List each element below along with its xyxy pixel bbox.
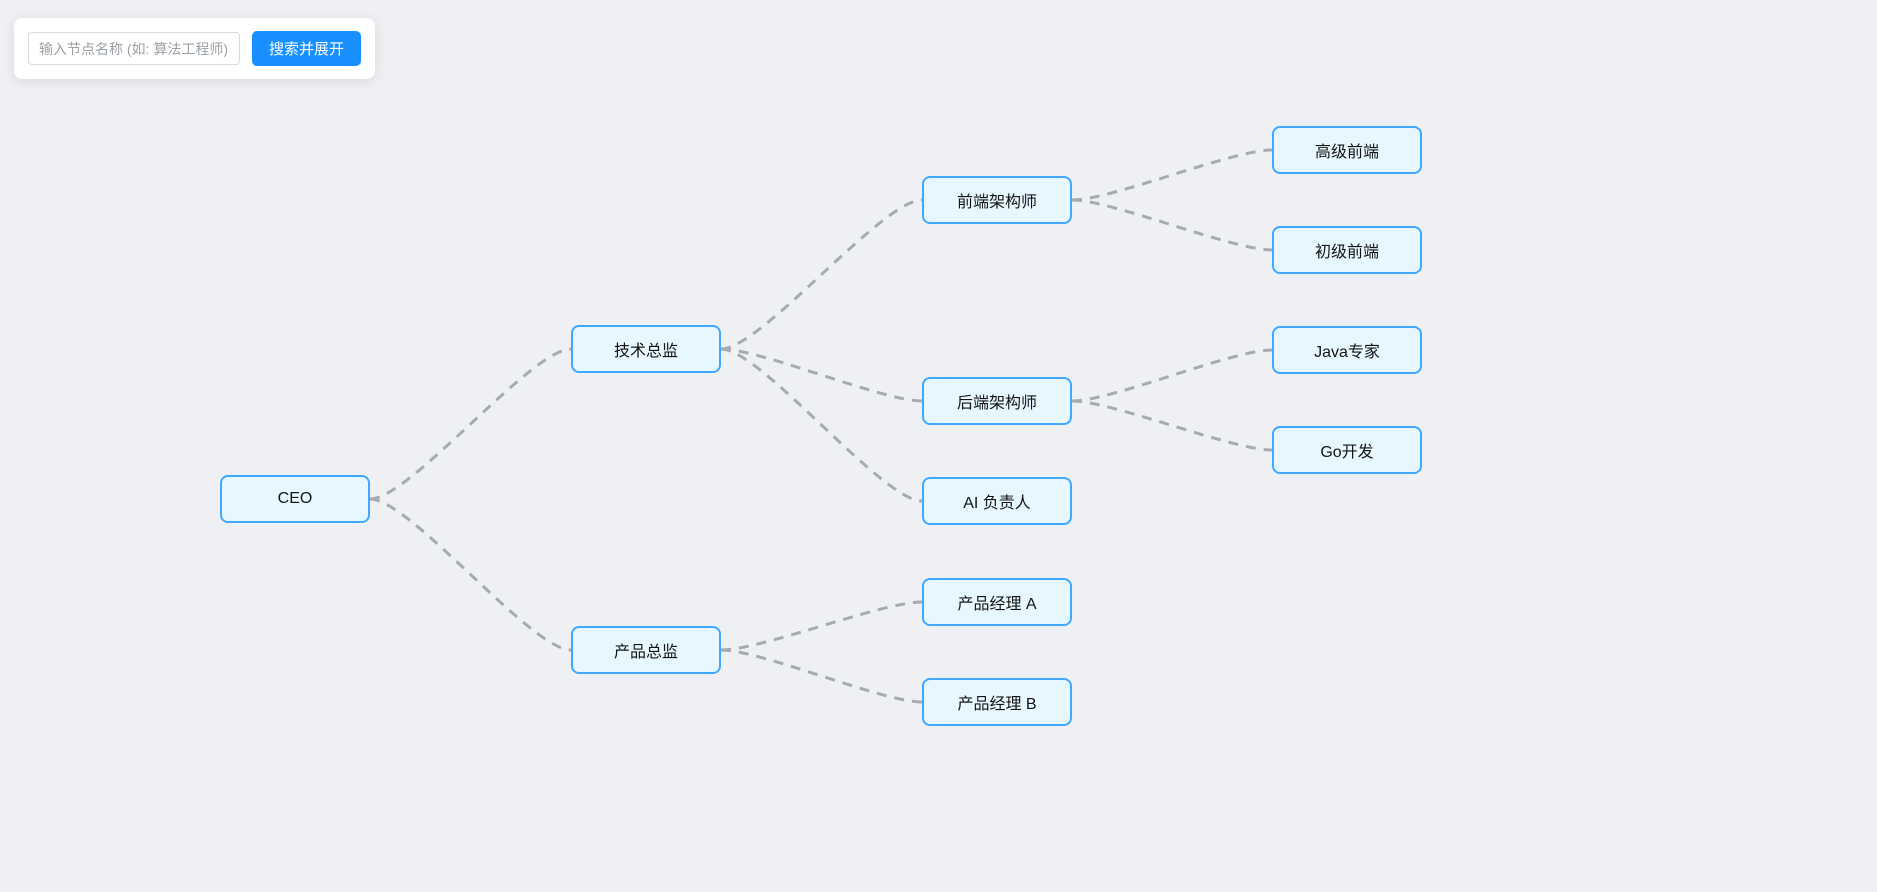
edge-tech_director-frontend_architect <box>720 198 923 351</box>
edge-tech_director-backend_architect <box>720 347 923 403</box>
edge-tech_director-ai_lead <box>720 347 923 503</box>
mindmap-node-pm-a[interactable]: 产品经理 A <box>922 578 1072 626</box>
mindmap-node-senior-frontend[interactable]: 高级前端 <box>1272 126 1422 174</box>
mindmap-node-pm-b[interactable]: 产品经理 B <box>922 678 1072 726</box>
mindmap-node-ceo[interactable]: CEO <box>220 475 370 523</box>
search-input[interactable] <box>28 32 240 65</box>
edge-frontend_architect-senior_frontend <box>1071 148 1273 202</box>
mindmap-node-go-developer[interactable]: Go开发 <box>1272 426 1422 474</box>
search-panel: 搜索并展开 <box>14 18 376 79</box>
mindmap-node-junior-frontend[interactable]: 初级前端 <box>1272 226 1422 274</box>
edge-ceo-tech_director <box>369 347 572 501</box>
mindmap-node-frontend-architect[interactable]: 前端架构师 <box>922 176 1072 224</box>
mindmap-node-ai-lead[interactable]: AI 负责人 <box>922 477 1072 525</box>
edge-product_director-pm_a <box>720 600 923 652</box>
edge-backend_architect-java_expert <box>1071 348 1273 403</box>
search-expand-button[interactable]: 搜索并展开 <box>252 31 362 66</box>
mindmap-node-product-director[interactable]: 产品总监 <box>571 626 721 674</box>
mindmap-node-tech-director[interactable]: 技术总监 <box>571 325 721 373</box>
edge-product_director-pm_b <box>720 648 923 704</box>
edge-ceo-product_director <box>369 497 572 652</box>
mindmap-node-java-expert[interactable]: Java专家 <box>1272 326 1422 374</box>
mindmap-node-backend-architect[interactable]: 后端架构师 <box>922 377 1072 425</box>
edge-backend_architect-go_developer <box>1071 399 1273 452</box>
edge-frontend_architect-junior_frontend <box>1071 198 1273 252</box>
